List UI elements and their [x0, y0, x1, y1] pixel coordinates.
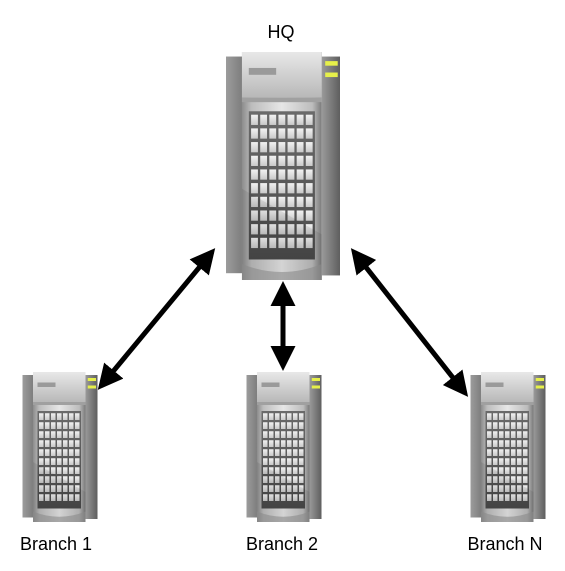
- node-label-hq: HQ: [268, 22, 295, 42]
- node-branch-1: Branch 1: [20, 372, 98, 554]
- node-label-branch-n: Branch N: [467, 534, 542, 554]
- node-hq: HQ: [226, 22, 340, 280]
- link-hq-branch-n: [350, 248, 469, 397]
- node-label-branch-1: Branch 1: [20, 534, 92, 554]
- server-tower-icon: [226, 52, 340, 280]
- server-tower-icon: [470, 372, 546, 522]
- server-tower-icon: [246, 372, 322, 522]
- connections: [97, 248, 469, 397]
- server-tower-icon: [22, 372, 98, 522]
- node-branch-n: Branch N: [467, 372, 546, 554]
- node-label-branch-2: Branch 2: [246, 534, 318, 554]
- link-hq-branch-1: [97, 248, 216, 390]
- node-branch-2: Branch 2: [246, 372, 322, 554]
